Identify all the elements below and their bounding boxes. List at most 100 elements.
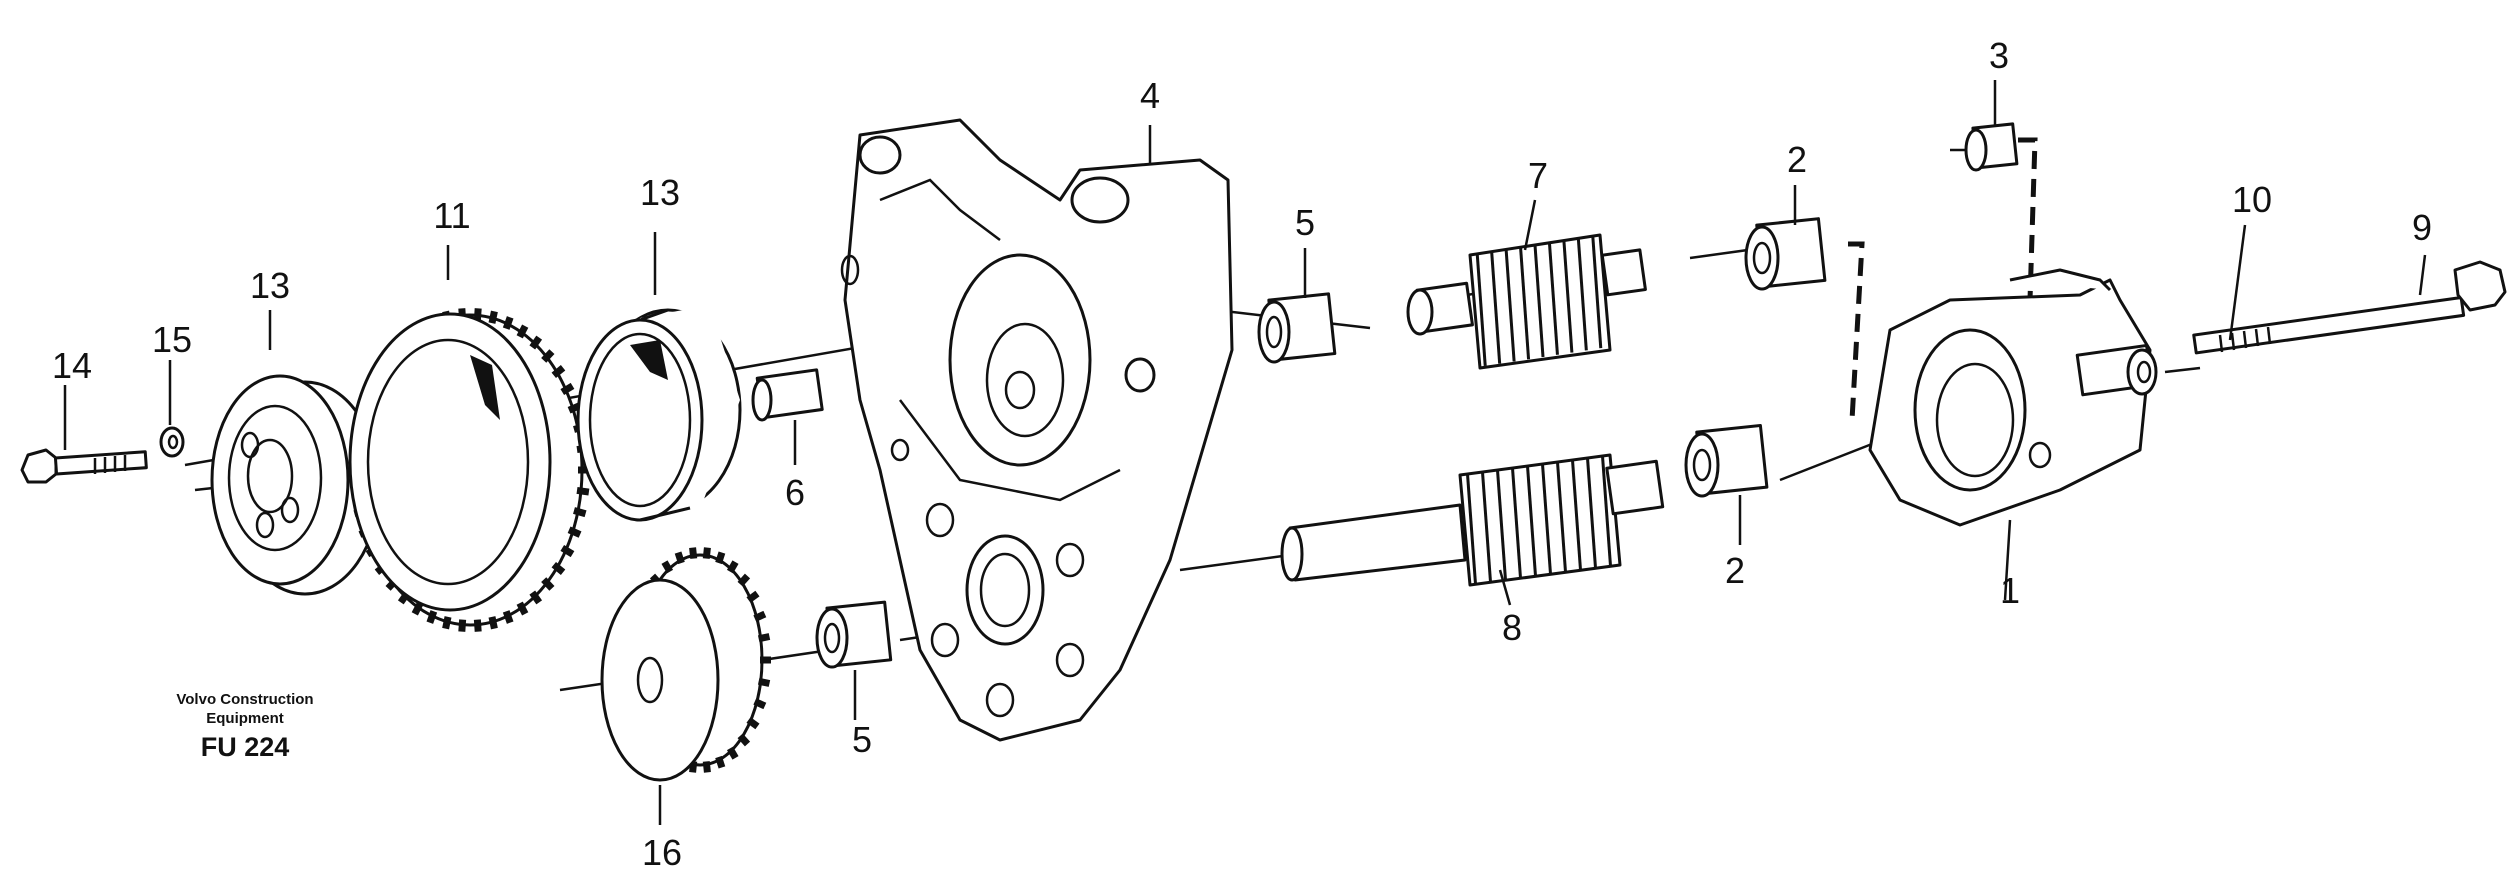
gear-tooth	[516, 601, 529, 616]
callout-9: 9	[2412, 207, 2432, 248]
gear-tooth	[1511, 467, 1522, 579]
part-2-bushing-upper	[1744, 217, 1827, 291]
part-13-hub	[210, 374, 381, 596]
gear-tooth	[1571, 459, 1582, 571]
callouts: 1 2 2 3 4 5 5 6 7 8 9 10 11 13 13 14 15 …	[52, 35, 2432, 873]
gear-tooth	[1591, 236, 1603, 349]
callout-11: 11	[433, 195, 470, 236]
callout-7: 7	[1528, 155, 1548, 196]
gear-tooth	[1556, 461, 1567, 573]
part-1-pump-body	[1868, 268, 2154, 527]
callout-6: 6	[785, 472, 805, 513]
gear-tooth	[551, 365, 566, 379]
gear-tooth	[753, 610, 767, 622]
part-9-bolt	[2192, 260, 2507, 355]
gear-tooth	[576, 486, 590, 496]
gear-tooth	[541, 349, 555, 363]
part-3-dowel	[1964, 122, 2019, 172]
callout-14: 14	[52, 345, 92, 386]
part-2-bushing-lower	[1684, 423, 1769, 498]
gear-tooth	[1541, 463, 1552, 575]
gear-tooth	[689, 547, 698, 559]
gear-tooth	[551, 561, 566, 575]
gear-tooth	[529, 335, 543, 350]
callout-8: 8	[1502, 607, 1522, 648]
callout-16: 16	[642, 832, 682, 873]
caption-company-line2: Equipment	[206, 710, 284, 727]
gear-tooth	[746, 590, 760, 603]
caption-company-line1: Volvo Construction	[176, 691, 314, 708]
part-15-washer	[159, 426, 185, 458]
gear-tooth	[737, 733, 751, 747]
gear-tooth	[1519, 247, 1531, 360]
part-13-ring	[576, 305, 742, 522]
gear-tooth	[1466, 473, 1477, 585]
leader-lines	[63, 80, 2427, 825]
callout-13-left: 13	[250, 265, 290, 306]
callout-2-upper: 2	[1787, 139, 1807, 180]
gear-tooth	[661, 560, 674, 574]
gear-tooth	[1601, 455, 1612, 567]
callout-5-lower: 5	[852, 719, 872, 760]
callout-2-lower: 2	[1725, 550, 1745, 591]
gear-tooth	[573, 507, 587, 518]
callout-1: 1	[2000, 570, 2020, 611]
gear-tooth	[516, 324, 529, 339]
callout-3: 3	[1989, 35, 2009, 76]
gear-tooth	[541, 577, 555, 591]
gear-tooth	[1504, 249, 1516, 362]
caption-figure-code: FU 224	[200, 732, 290, 762]
part-6-pin	[751, 368, 824, 422]
gear-tooth	[1562, 240, 1574, 353]
gear-tooth	[473, 619, 482, 632]
gear-tooth	[458, 619, 467, 632]
gear-tooth	[442, 616, 452, 630]
part-7-pump-gear	[1406, 233, 1647, 370]
gear-tooth	[1586, 457, 1597, 569]
callout-13-right: 13	[640, 172, 680, 213]
callout-15: 15	[152, 319, 192, 360]
part-5-bushing-upper	[1257, 292, 1337, 364]
gear-tooth	[560, 544, 575, 558]
gear-tooth	[737, 573, 751, 587]
part-4-housing	[840, 118, 1234, 742]
gear-tooth	[1496, 469, 1507, 581]
part-14-bolt	[20, 448, 148, 484]
gear-tooth	[702, 761, 711, 773]
gear-tooth	[1475, 253, 1487, 366]
callout-5-upper: 5	[1295, 202, 1315, 243]
gear-tooth	[726, 560, 739, 574]
gear-tooth	[411, 601, 424, 616]
gear-tooth	[488, 310, 498, 324]
gear-tooth	[1547, 242, 1559, 355]
gear-tooth	[1576, 238, 1588, 351]
gear-tooth	[560, 382, 575, 396]
gear-tooth	[1490, 251, 1502, 364]
gear-tooth	[715, 551, 726, 565]
gear-tooth	[1526, 465, 1537, 577]
part-5-bushing-lower	[815, 600, 893, 669]
gear-tooth	[488, 616, 498, 630]
gear-tooth	[746, 717, 760, 730]
gear-tooth	[1481, 471, 1492, 583]
gear-tooth	[529, 590, 543, 605]
gear-tooth	[1533, 244, 1545, 358]
part-11-gear	[348, 308, 590, 632]
gear-tooth	[567, 526, 582, 538]
callout-10: 10	[2232, 179, 2272, 220]
part-16-gear	[600, 547, 771, 782]
gear-tooth	[757, 677, 771, 687]
gear-tooth	[726, 746, 739, 760]
part-10-washer	[2126, 348, 2158, 396]
gear-tooth	[674, 551, 685, 565]
callout-4: 4	[1140, 75, 1160, 116]
gear-tooth	[702, 547, 711, 559]
gear-tooth	[757, 633, 771, 643]
gear-tooth	[715, 755, 726, 769]
part-8-pump-gear	[1280, 453, 1665, 587]
gear-tooth	[753, 698, 767, 710]
caption-block: Volvo Construction Equipment FU 224	[140, 690, 350, 763]
gear-tooth	[502, 610, 514, 624]
gear-tooth	[502, 316, 514, 330]
